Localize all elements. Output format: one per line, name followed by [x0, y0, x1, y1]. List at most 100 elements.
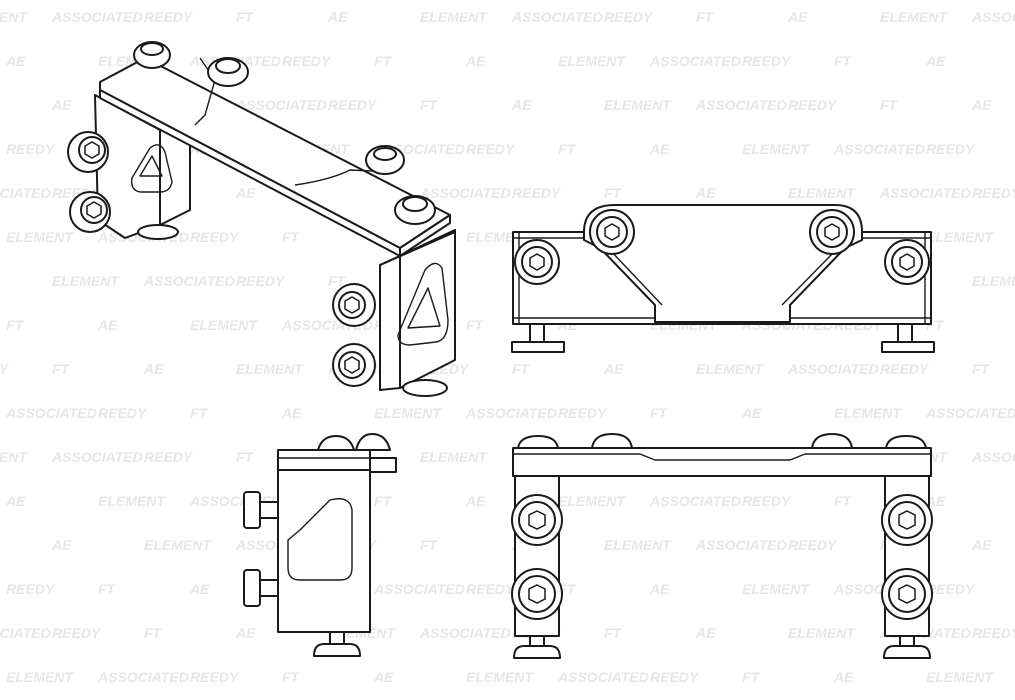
watermark-logo: AE — [695, 625, 716, 641]
watermark-logo: ELEMENT — [0, 449, 28, 465]
watermark-logo: AE — [373, 669, 394, 685]
watermark-logo: AE — [925, 53, 946, 69]
front-view — [511, 433, 933, 659]
watermark-logo: ELEMENT — [558, 53, 626, 69]
watermark-logo: REEDY — [6, 581, 56, 597]
watermark-logo: ASSOCIATED — [649, 493, 741, 509]
watermark-logo: ELEMENT — [788, 185, 856, 201]
watermark-logo: ELEMENT — [604, 97, 672, 113]
watermark-logo: ASSOCIATED — [51, 9, 143, 25]
watermark-logo: REEDY — [98, 405, 148, 421]
screw-icon — [67, 131, 109, 173]
watermark-logo: ELEMENT — [742, 141, 810, 157]
watermark-logo: FT — [558, 141, 577, 157]
screw-icon — [511, 494, 563, 546]
watermark-logo: AE — [741, 405, 762, 421]
watermark-logo: ASSOCIATED — [833, 141, 925, 157]
isometric-view — [67, 41, 456, 397]
watermark-logo: REEDY — [604, 9, 654, 25]
watermark-logo: ASSOCIATED — [557, 669, 649, 685]
watermark-logo: FT — [880, 97, 899, 113]
watermark-logo: FT — [420, 97, 439, 113]
watermark-logo: REEDY — [0, 361, 10, 377]
watermark-logo: ELEMENT — [742, 581, 810, 597]
watermark-logo: REEDY — [742, 493, 792, 509]
watermark-logo: ELEMENT — [374, 405, 442, 421]
watermark-logo: ELEMENT — [696, 361, 764, 377]
watermark-logo: AE — [465, 53, 486, 69]
watermark-logo: FT — [834, 493, 853, 509]
watermark-logo: ASSOCIATED — [465, 405, 557, 421]
watermark-logo: ASSOCIATED — [0, 625, 51, 641]
screw-icon — [69, 191, 111, 233]
watermark-logo: ELEMENT — [972, 273, 1015, 289]
screw-icon — [207, 57, 249, 87]
watermark-logo: ELEMENT — [236, 361, 304, 377]
watermark-logo: AE — [833, 669, 854, 685]
watermark-logo: FT — [374, 53, 393, 69]
watermark-logo: ASSOCIATED — [695, 537, 787, 553]
watermark-logo: REEDY — [190, 669, 240, 685]
watermark-logo: ASSOCIATED — [787, 361, 879, 377]
watermark-logo: FT — [696, 9, 715, 25]
watermark-logo: REEDY — [144, 449, 194, 465]
screw-icon — [394, 195, 436, 225]
watermark-logo: REEDY — [880, 361, 930, 377]
watermark-logo: AE — [5, 493, 26, 509]
watermark-logo: ASSOCIATED — [373, 581, 465, 597]
top-view — [511, 204, 935, 353]
watermark-logo: REEDY — [466, 141, 516, 157]
watermark-logo: FT — [604, 625, 623, 641]
watermark-logo: AE — [97, 317, 118, 333]
watermark-logo: ASSOCIATED — [649, 53, 741, 69]
watermark-logo: ELEMENT — [880, 9, 948, 25]
watermark-logo: ASSOCIATED — [0, 185, 51, 201]
watermark-logo: AE — [649, 141, 670, 157]
watermark-logo: AE — [281, 405, 302, 421]
screw-icon — [884, 239, 930, 285]
watermark-logo: AE — [603, 361, 624, 377]
watermark-logo: ELEMENT — [6, 669, 74, 685]
screw-icon — [809, 209, 855, 255]
watermark-logo: ELEMENT — [926, 229, 994, 245]
watermark-logo: REEDY — [926, 581, 976, 597]
screw-icon — [514, 239, 560, 285]
watermark-logo: FT — [190, 405, 209, 421]
watermark-logo: REEDY — [190, 229, 240, 245]
screw-icon — [332, 283, 376, 327]
watermark-logo: ELEMENT — [144, 537, 212, 553]
watermark-logo: FT — [282, 669, 301, 685]
watermark-logo: FT — [512, 361, 531, 377]
watermark-logo: ELEMENT — [52, 273, 120, 289]
watermark-logo: AE — [787, 9, 808, 25]
watermark-logo: REEDY — [6, 141, 56, 157]
watermark-logo: ELEMENT — [466, 669, 534, 685]
watermark-logo: FT — [236, 449, 255, 465]
watermark-logo: AE — [971, 537, 992, 553]
screw-icon — [511, 568, 563, 620]
watermark-logo: ELEMENT — [190, 317, 258, 333]
screw-icon — [881, 568, 933, 620]
watermark-logo: ELEMENT — [604, 537, 672, 553]
watermark-logo: ASSOCIATED — [5, 405, 97, 421]
watermark-logo: AE — [5, 53, 26, 69]
watermark-logo: ELEMENT — [834, 405, 902, 421]
screw-icon — [589, 209, 635, 255]
watermark-logo: ELEMENT — [98, 493, 166, 509]
watermark-logo: AE — [511, 97, 532, 113]
watermark-logo: FT — [52, 361, 71, 377]
watermark-logo: FT — [374, 493, 393, 509]
watermark-logo: AE — [649, 581, 670, 597]
watermark-logo: FT — [650, 405, 669, 421]
screw-icon — [881, 494, 933, 546]
watermark-logo: ASSOCIATED — [235, 97, 327, 113]
watermark-logo: AE — [51, 97, 72, 113]
watermark-logo: REEDY — [144, 9, 194, 25]
watermark-logo: ASSOCIATED — [51, 449, 143, 465]
watermark-logo: ELEMENT — [558, 493, 626, 509]
watermark-logo: FT — [466, 317, 485, 333]
watermark-logo: ASSOCIATED — [971, 9, 1015, 25]
watermark-logo: FT — [604, 185, 623, 201]
watermark-logo: FT — [6, 317, 25, 333]
watermark-logo: FT — [282, 229, 301, 245]
